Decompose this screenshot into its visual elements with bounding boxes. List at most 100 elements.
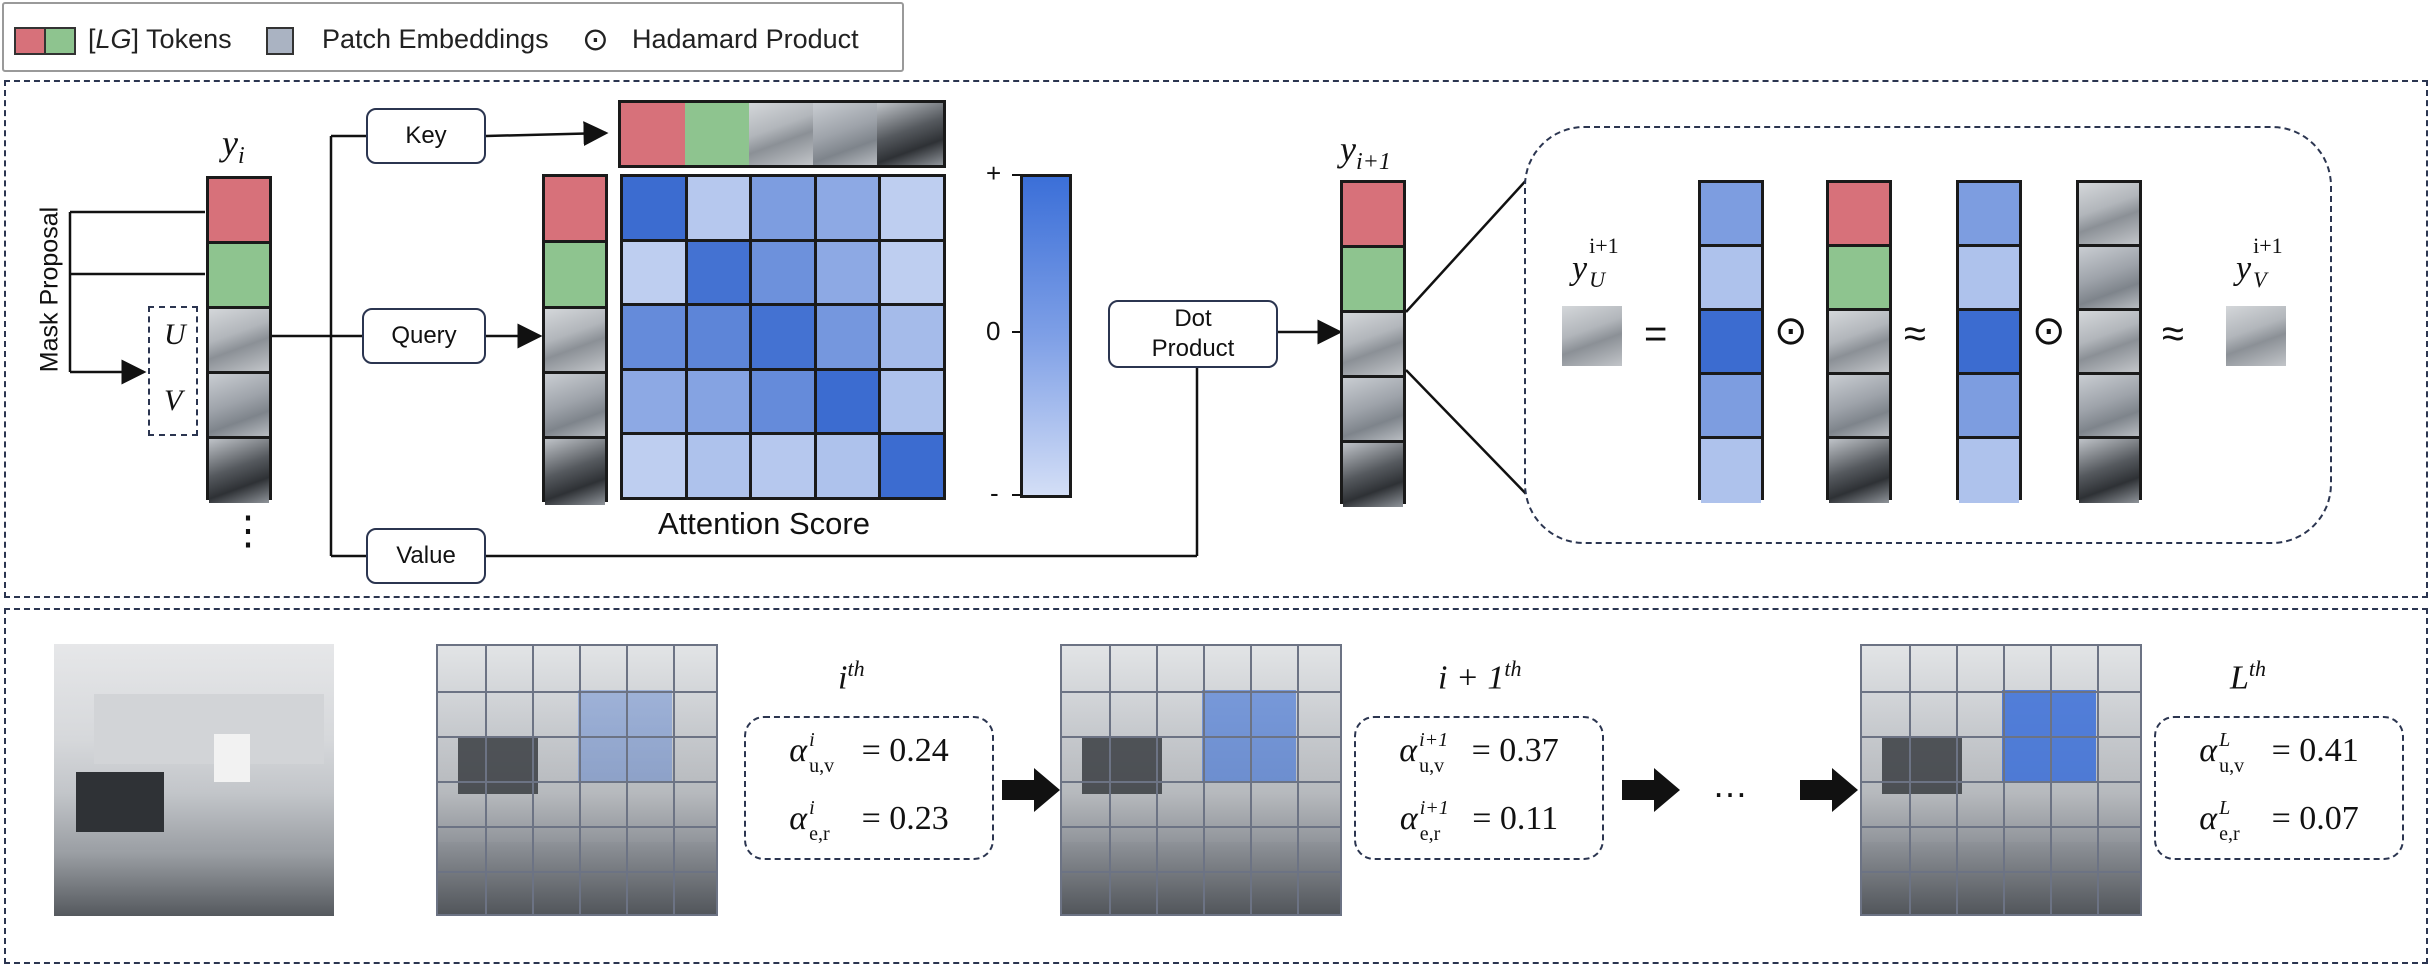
attention-cell [816,177,879,239]
grid-line [1862,871,2140,873]
lg-token-green [209,244,269,309]
grid-line [1062,826,1340,828]
token-column-full [1826,180,1892,503]
thick-arrow-icon [1622,768,1680,812]
attention-cell [881,435,943,497]
layer-title: Lth [2230,656,2266,697]
value-node: Value [366,528,486,584]
attention-cell [687,435,750,497]
patch-embedding [1343,378,1403,443]
source-kitchen-image [54,644,334,916]
grid-line [626,646,628,914]
legend-patch-swatch [266,27,294,55]
grid-line [438,871,716,873]
counter-region [438,842,716,914]
grid-line [438,826,716,828]
weight-cell [1959,311,2019,375]
attention-cell [687,306,750,368]
uv-selector [148,306,198,436]
legend-lg-tokens-label: [LG] Tokens [88,24,232,55]
y-u-sub: U [1589,267,1605,292]
patch-embedding [2079,183,2139,247]
weight-cell [1701,375,1761,439]
attention-cell [623,177,685,239]
lg-token-green [685,103,752,165]
query-token-stack [542,174,608,505]
lg-token-red [209,179,269,244]
attention-panel [4,80,2428,598]
attention-cell [881,177,943,239]
y-u-patch [1562,306,1622,366]
u-label: U [164,318,186,351]
attention-cell [881,306,943,368]
weight-cell [1701,183,1761,247]
patch-embedding [749,103,816,165]
y-i-label: yi [222,122,245,170]
y-next-base: y [1340,129,1356,169]
grid-line [1250,646,1252,914]
layer-title-base: i [838,659,848,697]
decomposition-box [1524,126,2332,544]
weight-cell [1701,311,1761,375]
hadamard-icon: ⊙ [1774,309,1808,353]
legend-patch-embeddings-label: Patch Embeddings [322,24,549,54]
grid-line [579,646,581,914]
weight-cell [1959,439,2019,503]
grid-line [1062,736,1340,738]
layer-ellipsis: … [1712,764,1748,805]
grid-line [1062,871,1340,873]
y-next-sub: i+1 [1355,149,1391,176]
lg-token-green [1829,247,1889,311]
attention-cell [752,370,814,433]
grid-line [1909,646,1911,914]
attention-cell [623,241,685,304]
attention-cell [687,177,750,239]
patch-embedding [877,103,943,165]
dot-product-line1: Dot [1174,305,1212,332]
patch-embedding [209,309,269,374]
hadamard-icon: ⊙ [2032,309,2066,353]
y-next-token-stack [1340,180,1406,507]
patch-embedding [1829,439,1889,503]
patch-embedding [1343,313,1403,378]
attention-cell [816,241,879,304]
attention-cell [623,306,685,368]
layer-title-base: L [2230,659,2249,697]
attention-cell [687,241,750,304]
patch-embedding [545,439,605,505]
grid-line [1862,781,2140,783]
grid-line [438,691,716,693]
lg-token-green [545,243,605,309]
key-token-row [618,100,946,168]
grid-line [1297,646,1299,914]
microwave-region [458,736,538,794]
legend-lg-red-swatch [14,27,46,55]
lg-token-green [1343,248,1403,313]
colorbar-zero: 0 [986,316,1001,346]
y-v-sub: V [2253,267,2267,292]
y-v-label: y i+1 V [2236,233,2293,292]
attention-cell [623,370,685,433]
grid-line [1109,646,1111,914]
y-v-patch [2226,306,2286,366]
grid-line [2050,646,2052,914]
lg-token-red [1343,183,1403,248]
legend: [LG] Tokens Patch Embeddings ⊙ Hadamard … [2,2,904,72]
patch-embedding [1343,443,1403,507]
grid-line [438,736,716,738]
y-next-label: yi+1 [1340,128,1391,176]
layer-title-base: i + 1 [1438,659,1505,697]
patch-embedding [2079,247,2139,311]
cabinet [94,694,324,764]
y-u-label: y i+1 U [1572,233,1629,292]
counter-region [1862,842,2140,914]
layer-title-sup: th [847,656,865,681]
dot-product-line2: Product [1151,335,1235,362]
counter [54,850,334,916]
attention-score-label: Attention Score [658,506,870,541]
colorbar-plus: + [986,158,1002,188]
y-i-sub: i [237,143,245,170]
